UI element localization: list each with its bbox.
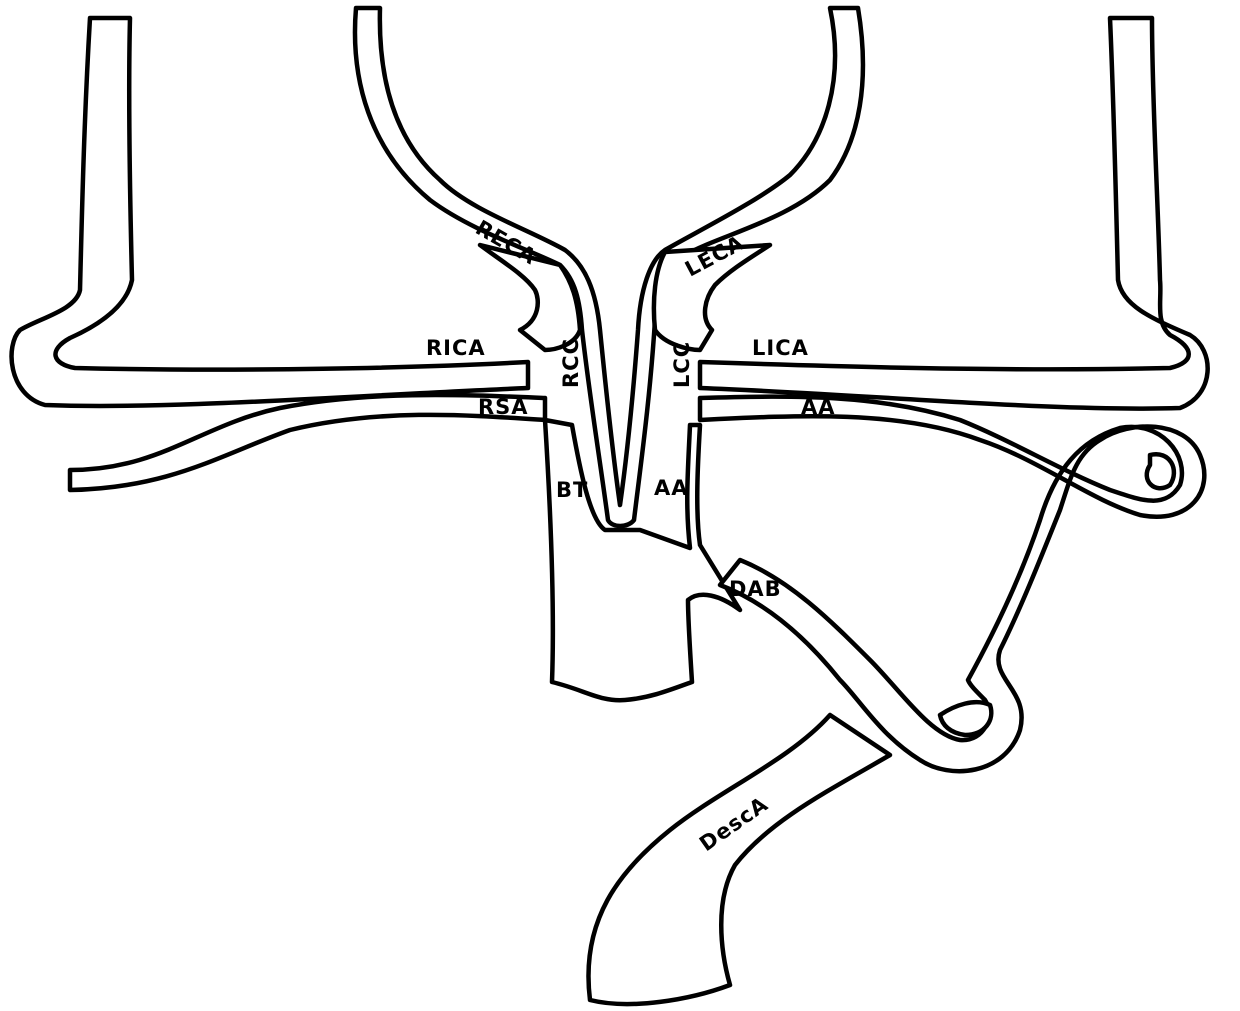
label-rcc: RCC	[559, 338, 583, 388]
right-subclavian-artery	[70, 395, 545, 490]
label-aa-upper: AA	[801, 395, 836, 419]
label-lica: LICA	[752, 336, 809, 360]
arch-small-loop	[1147, 454, 1174, 488]
label-rica: RICA	[426, 336, 486, 360]
descending-aorta	[588, 715, 890, 1004]
label-dab: DAB	[729, 577, 782, 601]
central-arch-trunk	[355, 8, 863, 526]
label-rsa: RSA	[478, 395, 529, 419]
label-lcc: LCC	[670, 341, 694, 388]
label-aa-lower: AA	[654, 476, 689, 500]
label-bt: BT	[556, 478, 588, 502]
descending-aortic-bend	[940, 702, 991, 735]
